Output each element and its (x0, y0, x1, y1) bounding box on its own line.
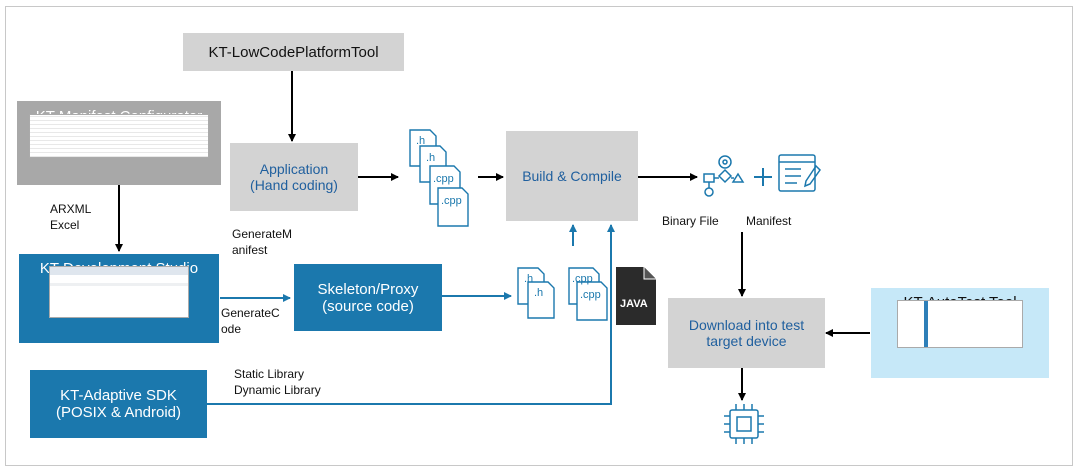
dev-studio-box: KT Development Studio (19, 254, 219, 343)
download-label-line2: target device (706, 333, 787, 349)
excel-label: Excel (50, 218, 80, 232)
application-box: Application (Hand coding) (230, 143, 358, 211)
autotest-box: KT-AutoTest Tool (871, 288, 1049, 378)
skeleton-h-files-icon-group: .h .h (517, 267, 555, 319)
diagram-frame (5, 6, 1073, 466)
skeleton-proxy-box: Skeleton/Proxy (source code) (294, 264, 442, 331)
file-cpp-text: .cpp (433, 173, 454, 185)
generate-manifest-label-1: GenerateM (232, 227, 293, 241)
manifest-label: Manifest (746, 214, 792, 228)
skeleton-cpp-files-icon-group: .cpp .cpp (568, 267, 608, 321)
build-compile-label: Build & Compile (522, 168, 622, 184)
binary-file-label: Binary File (662, 214, 719, 228)
dev-studio-screenshot (49, 266, 189, 318)
file-h-text: .h (534, 287, 543, 299)
application-label-line2: (Hand coding) (250, 177, 338, 193)
skeleton-label-line2: (source code) (322, 297, 414, 315)
arxml-label: ARXML (50, 202, 92, 216)
autotest-screenshot (897, 300, 1023, 348)
plus-icon (754, 168, 772, 186)
configurator-screenshot (29, 114, 209, 158)
source-files-icon-group: .h .h .cpp .cpp (409, 129, 469, 227)
generate-code-label-2: ode (221, 322, 242, 336)
java-file-icon: JAVA (616, 267, 656, 325)
file-cpp-text: .cpp (441, 195, 462, 207)
manifest-form-icon (778, 154, 821, 192)
arrow-sdk-to-build (207, 224, 615, 405)
file-cpp-text: .cpp (580, 289, 601, 301)
file-h-text: .h (426, 152, 435, 164)
sdk-label-line1: KT-Adaptive SDK (60, 387, 177, 404)
manifest-configurator-box: KT Manifest Configurator (17, 101, 221, 185)
build-compile-box: Build & Compile (506, 131, 638, 221)
download-box: Download into test target device (668, 298, 825, 368)
document-cpp-icon (576, 281, 608, 321)
dynamic-library-label: Dynamic Library (234, 383, 321, 397)
process-flow-icon (703, 155, 745, 197)
file-h-text: .h (524, 273, 533, 285)
static-library-label: Static Library (234, 367, 305, 381)
download-label-line1: Download into test (688, 317, 805, 333)
file-cpp-text: .cpp (572, 273, 593, 285)
java-file-text: JAVA (620, 298, 648, 310)
generate-code-label-1: GenerateC (221, 306, 280, 320)
file-h-text: .h (416, 135, 425, 147)
lowcode-tool-box: KT-LowCodePlatformTool (183, 33, 404, 71)
sdk-label-line2: (POSIX & Android) (55, 404, 182, 421)
document-h-icon (527, 281, 555, 319)
skeleton-label-line1: Skeleton/Proxy (317, 280, 419, 298)
chip-icon (724, 404, 764, 444)
lowcode-tool-label: KT-LowCodePlatformTool (208, 43, 379, 61)
generate-manifest-label-2: anifest (232, 243, 268, 257)
document-cpp-icon (437, 187, 469, 227)
application-label-line1: Application (259, 161, 329, 177)
adaptive-sdk-box: KT-Adaptive SDK (POSIX & Android) (30, 370, 207, 438)
